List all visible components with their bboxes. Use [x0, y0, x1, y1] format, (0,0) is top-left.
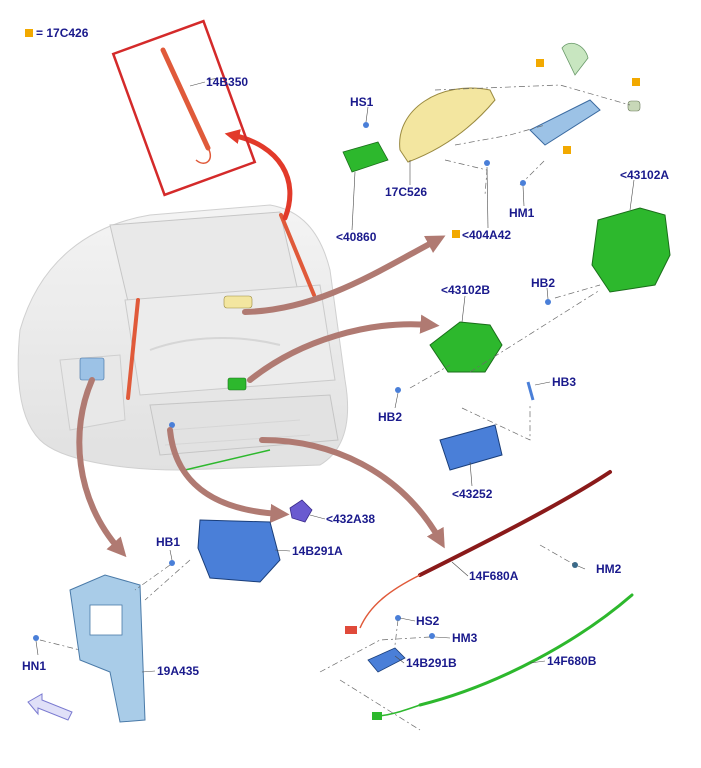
part-hm1-pin: [520, 180, 526, 186]
label-HM2: HM2: [596, 562, 622, 576]
legend-marker-icon: [25, 29, 33, 37]
label-HB2-b: HB2: [378, 410, 403, 424]
arrow-to-43102B: [247, 314, 440, 383]
part-hn1-screw: [33, 635, 39, 641]
part-hb3-bolt: [526, 381, 535, 401]
part-hm3-pin: [429, 633, 435, 639]
label-19A435: 19A435: [157, 664, 200, 678]
part-hs2-screw: [395, 615, 401, 621]
label-14B291A: 14B291A: [292, 544, 343, 558]
label-HM1: HM1: [509, 206, 535, 220]
label-17C526: 17C526: [385, 185, 428, 199]
liftgate-strut-right: [279, 213, 316, 297]
label-43102B: <43102B: [441, 283, 491, 297]
label-432A38: <432A38: [326, 512, 376, 526]
arrow-to-14F680A: [259, 437, 445, 549]
part-hm2-pin: [572, 562, 578, 568]
liftgate-strut-left: [126, 298, 140, 400]
label-14B350: 14B350: [206, 75, 249, 89]
vehicle-sensor-dot: [169, 422, 175, 428]
label-43102A: <43102A: [620, 168, 670, 182]
vehicle-cable-green: [184, 449, 271, 471]
vehicle-striker-yellow: [223, 295, 253, 309]
part-14B291B-module: [367, 647, 406, 673]
arrow-to-432A38: [167, 427, 290, 524]
label-40860: <40860: [336, 230, 377, 244]
label-14F680A: 14F680A: [469, 569, 519, 583]
part-17C526-housing: [399, 87, 496, 163]
part-43252-bracket: [439, 424, 503, 471]
part-432A38-clip: [289, 499, 313, 523]
dash-leaders-bottom: [319, 544, 576, 731]
label-14B291B: 14B291B: [406, 656, 457, 670]
part-hb1-screw: [169, 560, 175, 566]
label-HN1: HN1: [22, 659, 47, 673]
part-green-small-top: [561, 42, 641, 112]
arrow-to-404A42: [242, 235, 446, 315]
dash-leaders-mid: [409, 284, 601, 441]
label-14F680B: 14F680B: [547, 654, 597, 668]
part-40860-handle: [342, 141, 389, 173]
part-hs1-screw: [363, 122, 369, 128]
vehicle-bracket-blue: [79, 357, 105, 381]
legend-text: = 17C426: [36, 26, 89, 40]
part-blue-bracket-top: [529, 99, 601, 146]
part-404A42-clip: [484, 160, 490, 166]
vehicle-rear-illustration: [17, 204, 349, 471]
part-hb2-screw-a: [545, 299, 551, 305]
part-14F680A-cable: [345, 470, 612, 634]
part-43102A-latch: [591, 207, 671, 293]
label-HM3: HM3: [452, 631, 478, 645]
label-HB1: HB1: [156, 535, 181, 549]
label-43252: <43252: [452, 487, 493, 501]
part-14B291A-module: [197, 519, 281, 583]
part-19A435-bracket: [69, 574, 146, 723]
label-HB2-a: HB2: [531, 276, 556, 290]
part-hb2-screw-b: [395, 387, 401, 393]
legend: = 17C426: [25, 26, 88, 40]
label-HS2: HS2: [416, 614, 440, 628]
arrow-to-19A435: [76, 377, 127, 558]
label-HB3: HB3: [552, 375, 577, 389]
dash-leaders-left: [39, 559, 191, 651]
part-14B350-strut: [111, 19, 257, 197]
direction-arrow-icon: [27, 693, 73, 721]
label-leaders: [35, 81, 635, 673]
part-14F680B-cable: [372, 593, 634, 720]
label-404A42: <404A42: [462, 228, 512, 242]
label-HS1: HS1: [350, 95, 374, 109]
vehicle-latch-green: [227, 377, 247, 391]
legend-markers: [452, 59, 640, 238]
part-43102B-latch: [429, 321, 503, 373]
